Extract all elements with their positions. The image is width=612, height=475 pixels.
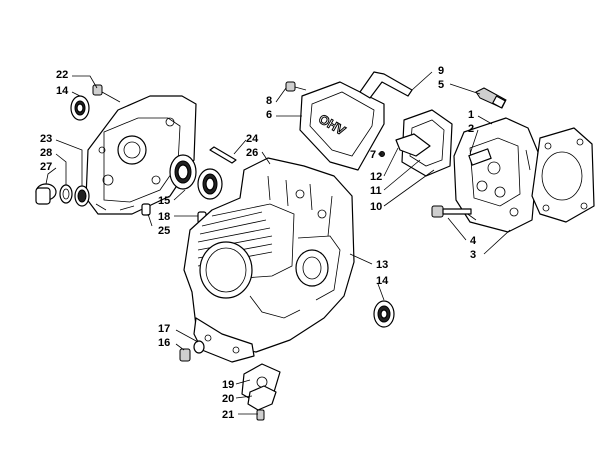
callout-20: 20: [222, 393, 234, 405]
breather-hose: [359, 71, 413, 99]
callout-18: 18: [158, 211, 170, 223]
head-gasket: [531, 127, 595, 223]
callout-2: 2: [468, 123, 474, 135]
callout-25: 25: [158, 225, 170, 237]
callout-3: 3: [470, 249, 476, 261]
callout-23: 23: [40, 133, 52, 145]
callout-16: 16: [158, 337, 170, 349]
callout-21: 21: [222, 409, 234, 421]
callout-14-right: 14: [376, 275, 389, 287]
callout-14: 14: [56, 85, 69, 97]
callout-labels: 22 14 23 28 27 24 26 15 18 25 8 6 9 5 1 …: [40, 65, 477, 421]
callout-11: 11: [370, 185, 382, 197]
callout-17: 17: [158, 323, 170, 335]
drain-plug: [179, 340, 205, 362]
dowel-pins: [141, 203, 207, 224]
bearing-pair: [169, 154, 223, 200]
rocker-gasket-group: [379, 109, 453, 177]
cylinder-head: [453, 117, 539, 233]
callout-24: 24: [246, 133, 259, 145]
callout-6: 6: [266, 109, 272, 121]
callout-8: 8: [266, 95, 272, 107]
callout-15: 15: [158, 195, 170, 207]
crankcase-block: [183, 157, 355, 363]
callout-19: 19: [222, 379, 234, 391]
callout-22: 22: [56, 69, 68, 81]
callout-13: 13: [376, 259, 388, 271]
callout-1: 1: [468, 109, 474, 121]
crankcase-cover: [85, 95, 197, 215]
callout-4: 4: [470, 235, 477, 247]
callout-28: 28: [40, 147, 52, 159]
oil-seal-right: [373, 300, 395, 328]
callout-5: 5: [438, 79, 444, 91]
dowel-rod-24: [209, 146, 237, 164]
callout-26: 26: [246, 147, 258, 159]
breather-plate: [241, 363, 281, 421]
bolt-22: [92, 84, 121, 103]
oil-plug-group: [35, 183, 90, 207]
head-bolts: [431, 205, 472, 218]
callout-9: 9: [438, 65, 444, 77]
oil-seal-upper: [70, 95, 90, 121]
leader-lines: [45, 71, 511, 415]
callout-10: 10: [370, 201, 382, 213]
spark-plug: [475, 87, 507, 109]
callout-12: 12: [370, 171, 382, 183]
bolt-8: [285, 81, 307, 92]
callout-27: 27: [40, 161, 52, 173]
callout-7: 7: [370, 149, 376, 161]
valve-cover: OHV: [299, 81, 385, 171]
